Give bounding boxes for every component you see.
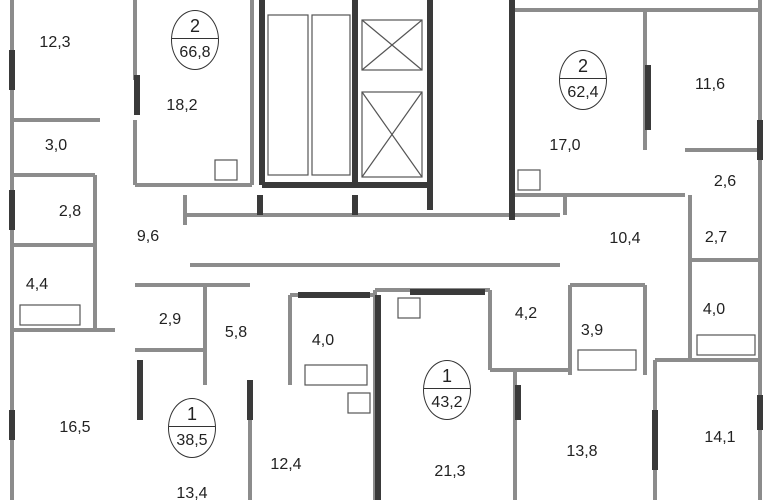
apartment-rooms: 1 <box>169 399 215 427</box>
room-area: 5,8 <box>224 324 248 341</box>
apartment-area: 38,5 <box>176 432 208 449</box>
room-area: 4,0 <box>702 301 726 318</box>
room-area: 21,3 <box>434 463 466 480</box>
room-area: 13,4 <box>176 485 208 500</box>
room-area: 4,2 <box>514 305 538 322</box>
room-area: 3,9 <box>580 322 604 339</box>
apartment-rooms: 2 <box>560 51 606 79</box>
room-area: 13,8 <box>566 443 598 460</box>
room-area: 2,7 <box>704 229 728 246</box>
apartment-area: 66,8 <box>179 44 211 61</box>
room-area: 4,0 <box>311 332 335 349</box>
room-area: 3,0 <box>44 137 68 154</box>
room-area: 11,6 <box>695 76 725 93</box>
room-area: 4,4 <box>25 276 49 293</box>
apartment-area: 62,4 <box>567 84 599 101</box>
room-area: 2,9 <box>158 311 182 328</box>
room-area: 2,8 <box>58 203 82 220</box>
apartment-area: 43,2 <box>431 394 463 411</box>
room-area: 9,6 <box>136 228 160 245</box>
room-area: 12,3 <box>39 34 71 51</box>
apartment-rooms: 1 <box>424 361 470 389</box>
room-area: 14,1 <box>704 429 736 446</box>
room-area: 17,0 <box>549 137 581 154</box>
room-area: 12,4 <box>270 456 302 473</box>
room-area: 10,4 <box>609 230 641 247</box>
apartment-rooms: 2 <box>172 11 218 39</box>
room-area: 2,6 <box>713 173 737 190</box>
room-area: 18,2 <box>166 97 198 114</box>
room-area: 16,5 <box>59 419 91 436</box>
